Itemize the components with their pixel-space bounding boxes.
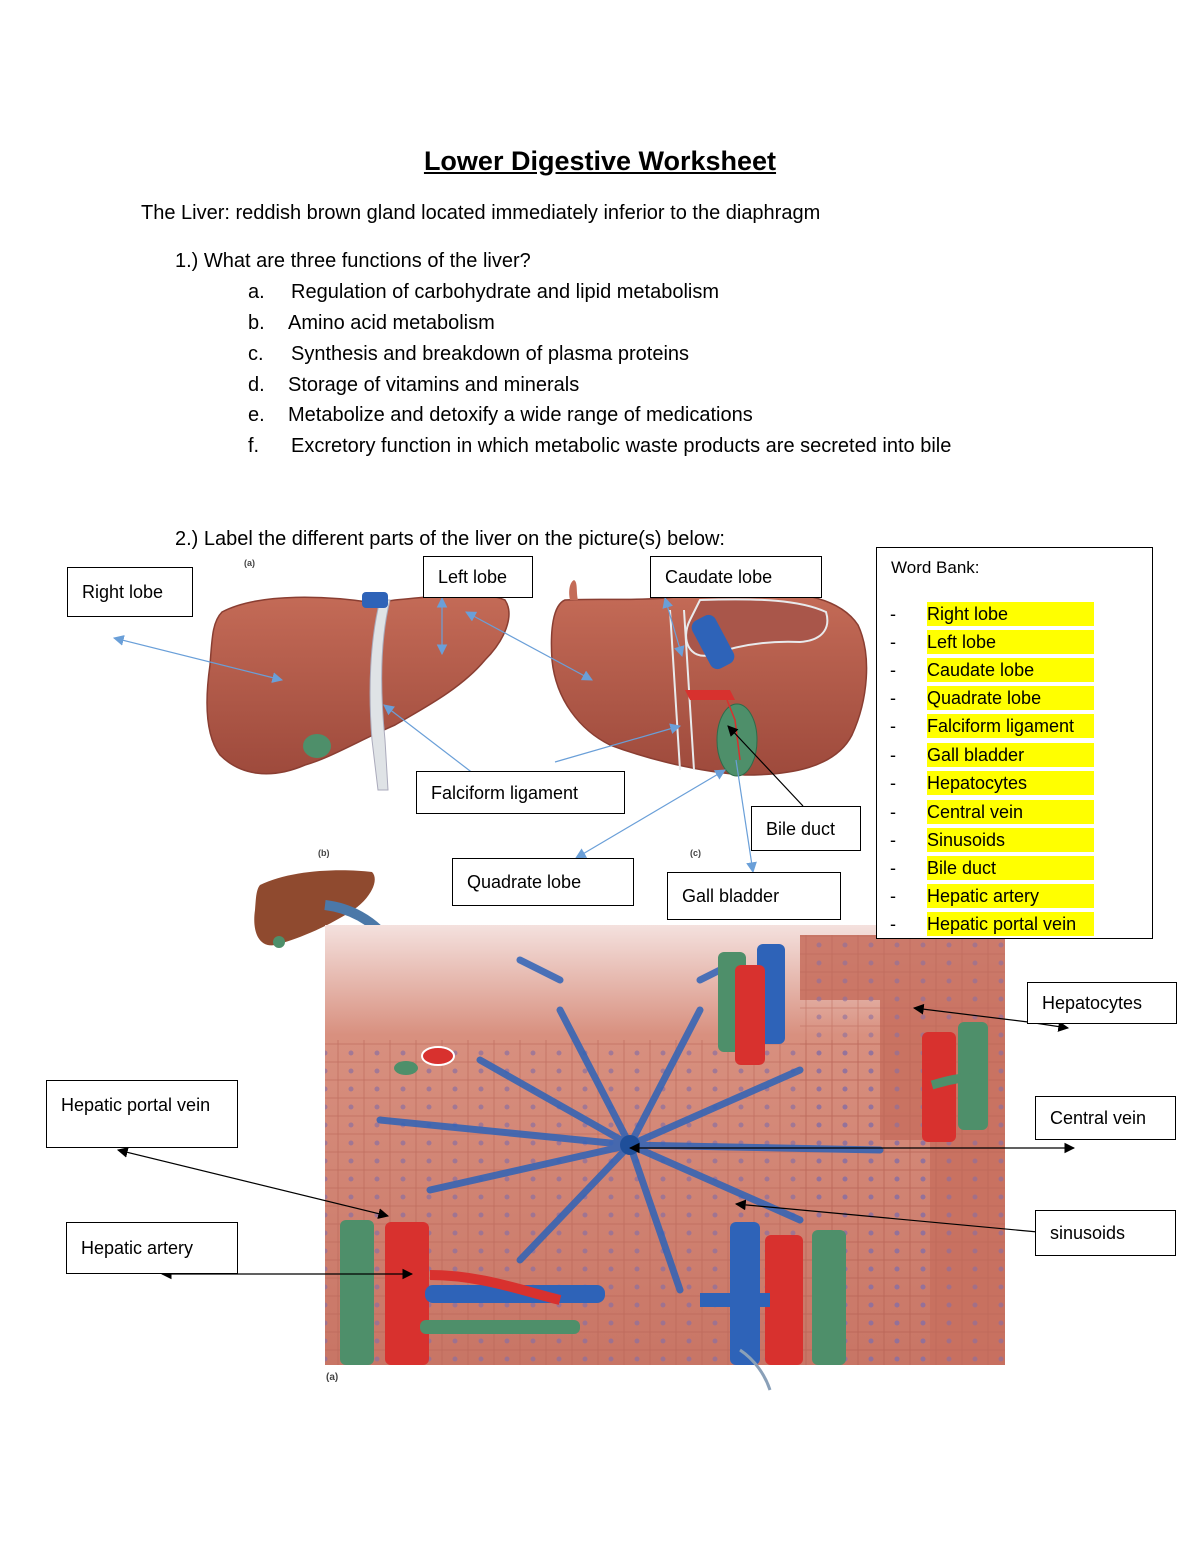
answer-text: Excretory function in which metabolic wa… [291, 435, 952, 457]
label-caudate-lobe: Caudate lobe [650, 556, 822, 598]
vessel-triad-right-bottom [700, 1222, 846, 1365]
vessel-triad-top [718, 944, 785, 1065]
word-bank-text: Caudate lobe [927, 658, 1094, 682]
word-bank-title: Word Bank: [891, 558, 980, 577]
answer-f: f. Excretory function in which metabolic … [248, 435, 951, 458]
figure-letter-c: (c) [690, 848, 701, 858]
word-bank-text: Gall bladder [927, 743, 1094, 767]
word-bank-text: Hepatic portal vein [927, 912, 1094, 936]
word-bank-dash: - [890, 688, 896, 708]
word-bank-dash: - [890, 886, 896, 906]
word-bank-item: - Bile duct [890, 856, 1094, 880]
word-bank-text: Falciform ligament [927, 714, 1094, 738]
label-sinusoids: sinusoids [1035, 1210, 1176, 1256]
answer-letter: d. [248, 374, 265, 396]
answer-b: b. Amino acid metabolism [248, 312, 495, 335]
question-2-text: Label the different parts of the liver o… [203, 528, 725, 550]
liver-lobule-tissue [325, 925, 1005, 1391]
word-bank-item: - Hepatic portal vein [890, 912, 1094, 936]
answer-letter: a. [248, 281, 265, 303]
answer-letter: c. [248, 343, 264, 365]
label-hepatic-artery: Hepatic artery [66, 1222, 238, 1274]
answer-d: d. Storage of vitamins and minerals [248, 374, 579, 397]
word-bank-dash: - [890, 716, 896, 736]
label-quadrate-lobe: Quadrate lobe [452, 858, 634, 906]
answer-a: a. Regulation of carbohydrate and lipid m… [248, 281, 719, 304]
word-bank-dash: - [890, 830, 896, 850]
word-bank-item: - Left lobe [890, 630, 1094, 654]
word-bank-text: Hepatic artery [927, 884, 1094, 908]
liver-intro: The Liver: reddish brown gland located i… [141, 202, 821, 224]
word-bank-text: Hepatocytes [927, 771, 1094, 795]
word-bank-item: - Gall bladder [890, 743, 1094, 767]
question-2-number: 2.) [175, 528, 199, 550]
word-bank-item: - Quadrate lobe [890, 686, 1094, 710]
word-bank-item: - Caudate lobe [890, 658, 1094, 682]
word-bank-dash: - [890, 745, 896, 765]
word-bank-dash: - [890, 802, 896, 822]
word-bank-dash: - [890, 604, 896, 624]
answer-text: Synthesis and breakdown of plasma protei… [291, 343, 690, 365]
word-bank-dash: - [890, 858, 896, 878]
question-1: 1.) What are three functions of the live… [175, 250, 531, 273]
word-bank-item: - Hepatic artery [890, 884, 1094, 908]
liver-anterior-view [206, 592, 510, 791]
liver-posterior-view [550, 580, 868, 777]
label-left-lobe: Left lobe [423, 556, 533, 598]
question-2: 2.) Label the different parts of the liv… [175, 528, 725, 551]
word-bank-item: - Central vein [890, 800, 1094, 824]
answer-e: e. Metabolize and detoxify a wide range o… [248, 404, 753, 427]
label-right-lobe: Right lobe [67, 567, 193, 617]
label-central-vein: Central vein [1035, 1096, 1176, 1140]
question-1-number: 1.) [175, 250, 199, 272]
label-falciform-ligament: Falciform ligament [416, 771, 625, 814]
word-bank-text: Right lobe [927, 602, 1094, 626]
word-bank-item: - Hepatocytes [890, 771, 1094, 795]
word-bank-dash: - [890, 632, 896, 652]
word-bank-text: Left lobe [927, 630, 1094, 654]
word-bank-dash: - [890, 914, 896, 934]
word-bank-item: - Sinusoids [890, 828, 1094, 852]
label-gall-bladder: Gall bladder [667, 872, 841, 920]
figure-letter-top-a: (a) [244, 558, 255, 568]
label-hepatocytes: Hepatocytes [1027, 982, 1177, 1024]
word-bank: Word Bank: - Right lobe - Left lobe - Cauda… [876, 547, 1153, 939]
word-bank-dash: - [890, 660, 896, 680]
vessel-triad-right [922, 1022, 988, 1142]
answer-text: Metabolize and detoxify a wide range of … [288, 404, 753, 426]
worksheet-title: Lower Digestive Worksheet [423, 146, 777, 176]
answer-letter: e. [248, 404, 265, 426]
label-hepatic-portal-vein: Hepatic portal vein [46, 1080, 238, 1148]
label-bile-duct: Bile duct [751, 806, 861, 851]
figure-letter-b: (b) [318, 848, 330, 858]
answer-text: Amino acid metabolism [288, 312, 495, 334]
answer-text: Regulation of carbohydrate and lipid met… [291, 281, 720, 303]
vessel-triad-left [340, 1220, 605, 1365]
top-label-arrows [112, 596, 757, 874]
word-bank-item: - Falciform ligament [890, 714, 1094, 738]
answer-letter: b. [248, 312, 265, 334]
word-bank-text: Sinusoids [927, 828, 1094, 852]
figure-letter-bottom-a: (a) [326, 1372, 338, 1383]
word-bank-text: Central vein [927, 800, 1094, 824]
word-bank-text: Quadrate lobe [927, 686, 1094, 710]
word-bank-text: Bile duct [927, 856, 1094, 880]
question-1-text: What are three functions of the liver? [203, 250, 531, 272]
answer-letter: f. [248, 435, 260, 457]
answer-c: c. Synthesis and breakdown of plasma prot… [248, 343, 689, 366]
word-bank-dash: - [890, 773, 896, 793]
word-bank-item: - Right lobe [890, 602, 1094, 626]
answer-text: Storage of vitamins and minerals [288, 374, 580, 396]
